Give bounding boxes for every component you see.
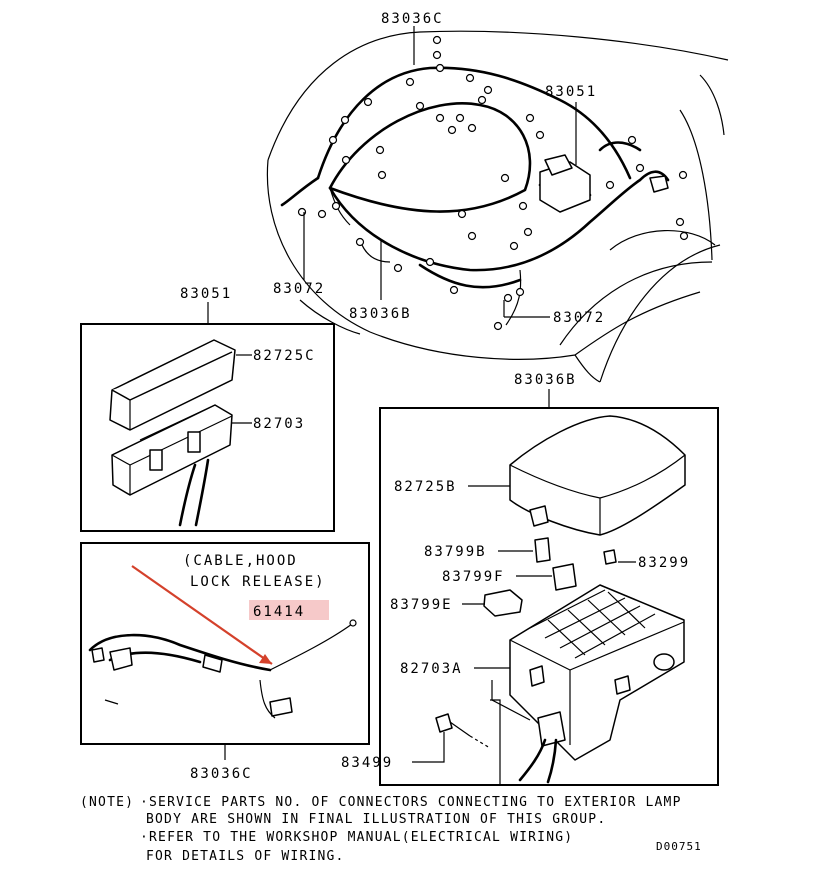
top-leaders — [303, 26, 577, 318]
connector-83299 — [603, 549, 617, 565]
relay-cover-82725c — [109, 339, 236, 431]
junction-block-82703a — [509, 584, 685, 784]
cable-part-highlight — [249, 600, 329, 620]
label-82725b: 82725B — [394, 479, 457, 495]
label-61414: 61414 — [253, 604, 305, 620]
label-83499: 83499 — [341, 755, 393, 771]
junction-panel — [379, 407, 719, 786]
relay-box-panel — [80, 323, 335, 532]
note-line3: ·REFER TO THE WORKSHOP MANUAL(ELECTRICAL… — [140, 830, 573, 845]
label-83036c-bottom: 83036C — [190, 766, 253, 782]
note-line2: BODY ARE SHOWN IN FINAL ILLUSTRATION OF … — [146, 812, 606, 827]
highlight-arrowhead — [259, 654, 272, 664]
hood-cable-harness — [88, 619, 357, 719]
relay-83799f — [552, 563, 577, 591]
label-82703a: 82703A — [400, 661, 463, 677]
relay-box-title: 83051 — [180, 286, 232, 302]
label-83072-left: 83072 — [273, 281, 325, 297]
label-83799b: 83799B — [424, 544, 487, 560]
note-line4: FOR DETAILS OF WIRING. — [146, 849, 345, 864]
cable-title-line2: LOCK RELEASE) — [190, 574, 326, 590]
highlight-arrow — [131, 565, 273, 665]
note-prefix: (NOTE) — [80, 795, 134, 810]
bolt-83499 — [435, 713, 491, 749]
label-83299: 83299 — [638, 555, 690, 571]
top-relay-box — [539, 154, 669, 213]
label-83799e: 83799E — [390, 597, 453, 613]
label-83036b-top: 83036B — [349, 306, 412, 322]
cable-title-line1: (CABLE,HOOD — [183, 553, 298, 569]
main-harness — [280, 66, 670, 326]
junction-title: 83036B — [514, 372, 577, 388]
note-line1: ·SERVICE PARTS NO. OF CONNECTORS CONNECT… — [140, 795, 682, 810]
relay-83799b — [534, 537, 551, 563]
label-82703: 82703 — [253, 416, 305, 432]
label-83051-top: 83051 — [545, 84, 597, 100]
vehicle-outline — [266, 30, 729, 383]
label-83072-right: 83072 — [553, 310, 605, 326]
leader-83499-panel — [490, 699, 501, 785]
junction-cover-82725b — [509, 415, 686, 536]
label-83799f: 83799F — [442, 569, 505, 585]
leader-83499 — [412, 732, 445, 763]
label-83036c-top: 83036C — [381, 11, 444, 27]
relay-83799e — [483, 589, 523, 617]
diagram-code: D00751 — [656, 840, 702, 853]
relay-base-82703 — [111, 404, 233, 496]
label-82725c: 82725C — [253, 348, 316, 364]
relay-harness-bundle — [178, 458, 210, 527]
connector-clips — [297, 35, 689, 331]
